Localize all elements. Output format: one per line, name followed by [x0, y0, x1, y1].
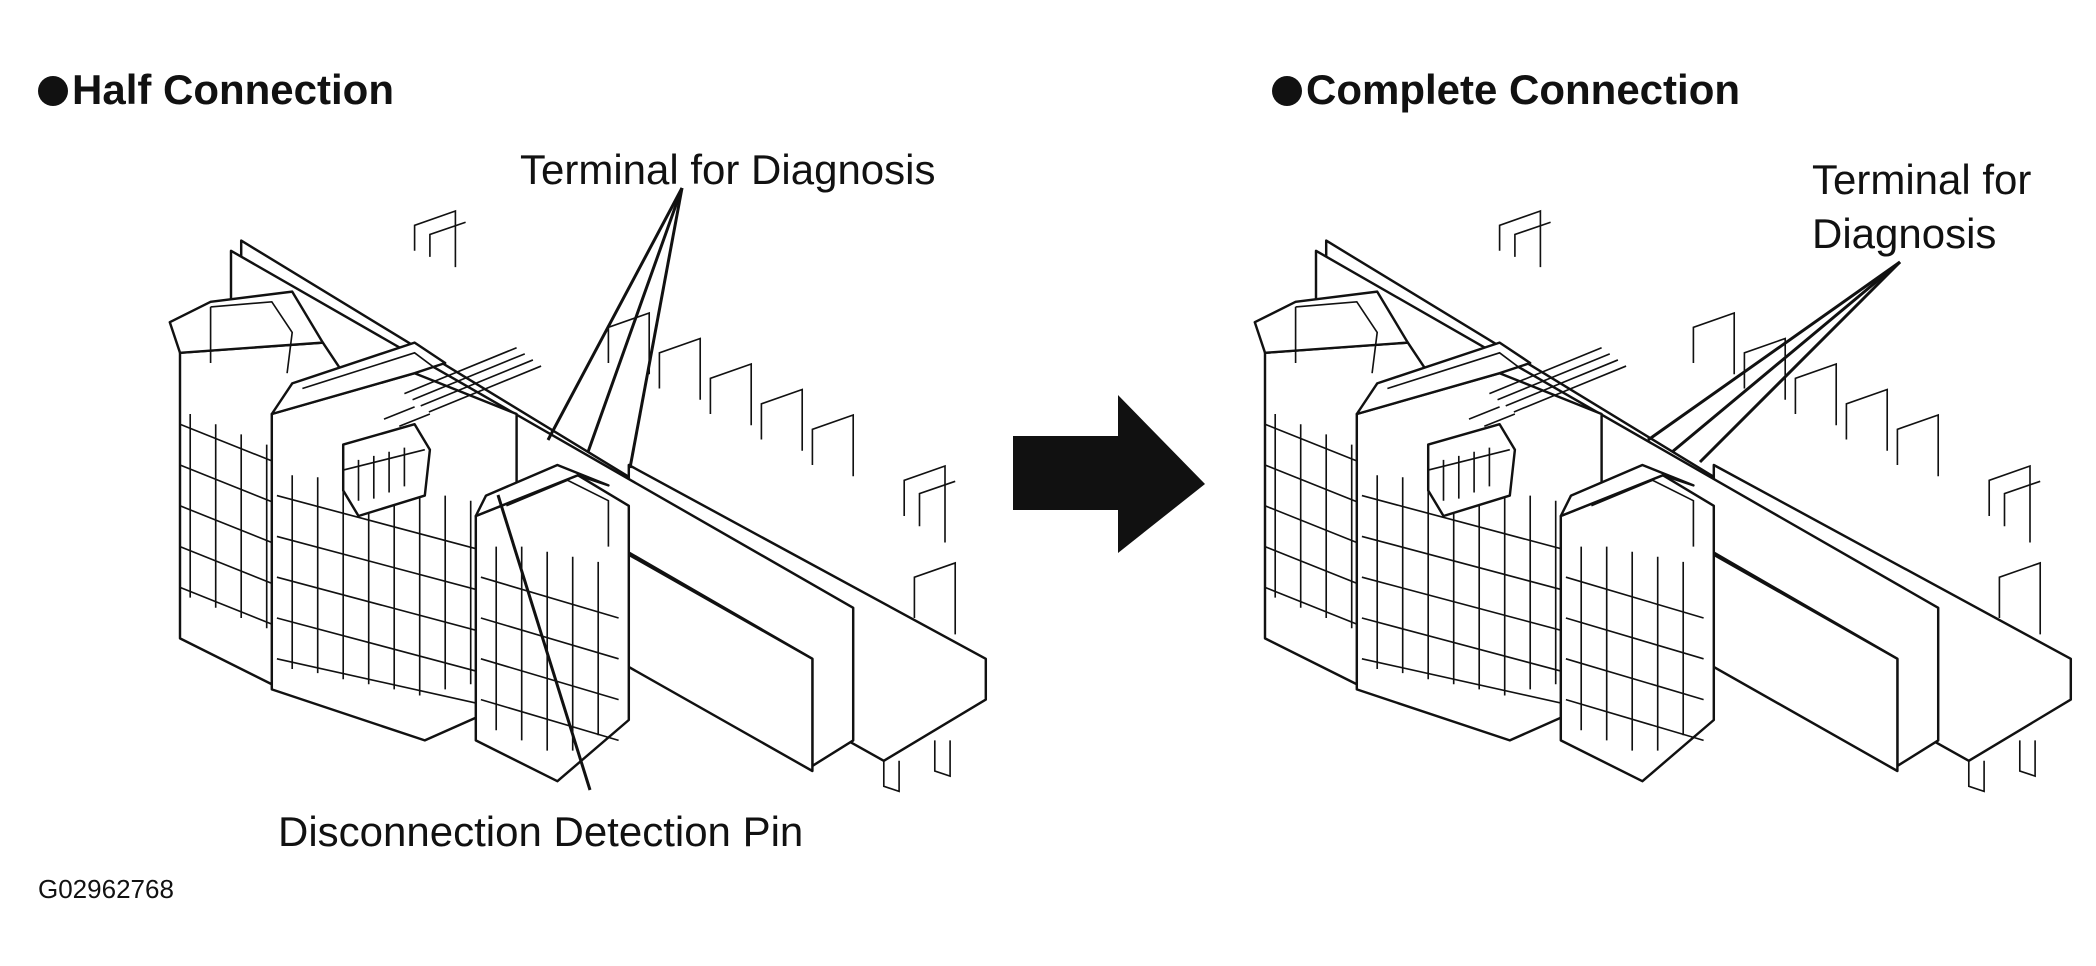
leader-lines-right: [1647, 260, 1902, 464]
diagnosis-label-right: Diagnosis: [1812, 210, 1997, 257]
complete-connection-connector: [1253, 209, 2073, 793]
bullet-icon: [1272, 76, 1302, 106]
disconnection-detection-pin-label: Disconnection Detection Pin: [278, 808, 804, 855]
complete-connection-title: Complete Connection: [1272, 66, 1740, 114]
terminal-for-label-right: Terminal for: [1812, 156, 2032, 203]
complete-connection-title-text: Complete Connection: [1306, 66, 1741, 113]
half-connection-title-text: Half Connection: [72, 66, 394, 113]
half-connection-title: Half Connection: [38, 66, 394, 114]
leader-lines-left: [496, 187, 684, 791]
bullet-icon: [38, 76, 68, 106]
terminal-for-diagnosis-label-left: Terminal for Diagnosis: [520, 146, 936, 193]
figure-code: G02962768: [38, 874, 174, 904]
arrow-right-icon: [1013, 395, 1205, 553]
half-connection-connector: [168, 209, 988, 793]
